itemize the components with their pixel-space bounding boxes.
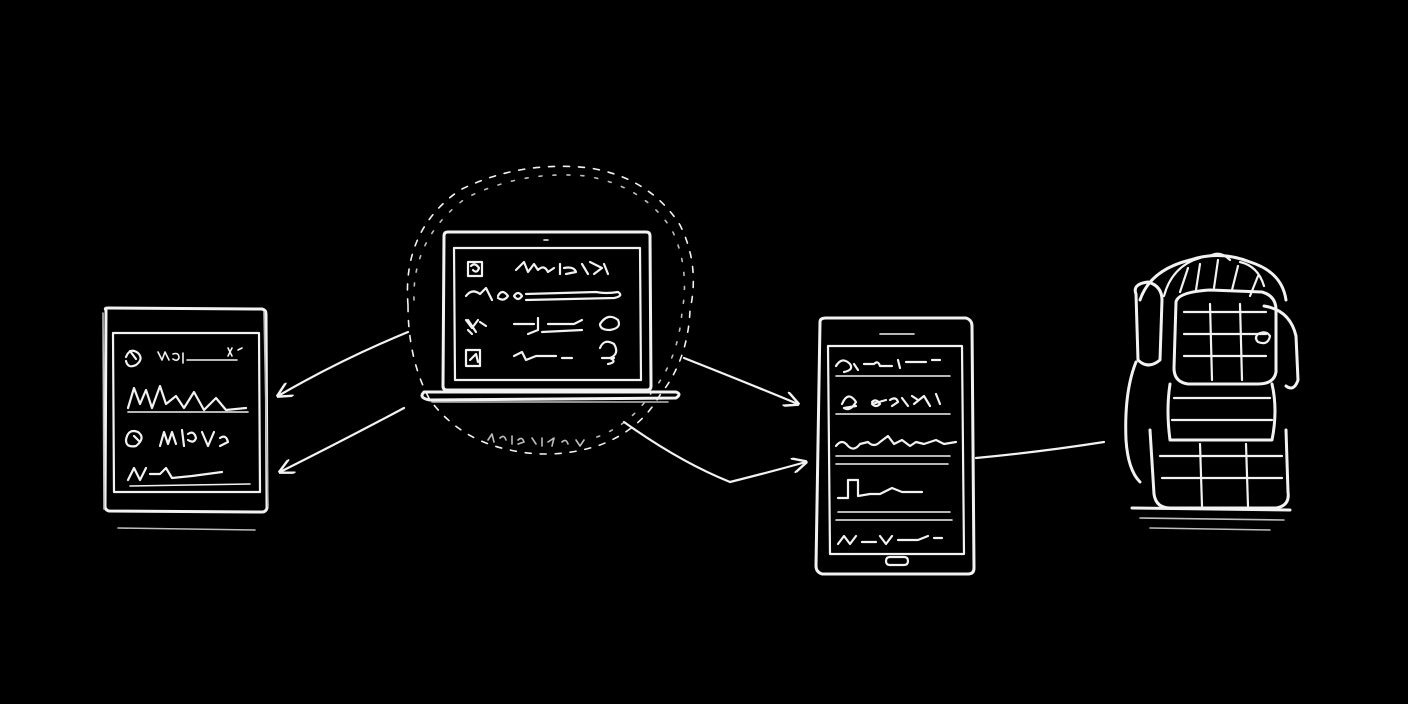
edge-laptop-to-tablet-upper — [278, 330, 410, 396]
phone-right-node — [814, 316, 976, 576]
laptop-halo — [406, 165, 695, 455]
connectors — [278, 330, 1106, 484]
laptop-screen-content — [464, 260, 622, 368]
edge-laptop-to-tablet-lower — [280, 406, 406, 472]
robot-node — [1124, 252, 1300, 531]
laptop-caption-scribble — [487, 433, 585, 447]
edge-laptop-to-phone-lower — [622, 420, 806, 484]
phone-screen-content — [834, 358, 958, 546]
edge-laptop-to-phone-upper — [682, 356, 798, 404]
tablet-left-node — [102, 306, 269, 531]
laptop-center-node — [406, 165, 695, 455]
edge-phone-to-robot — [974, 440, 1106, 460]
tablet-left-screen-content — [124, 347, 251, 487]
